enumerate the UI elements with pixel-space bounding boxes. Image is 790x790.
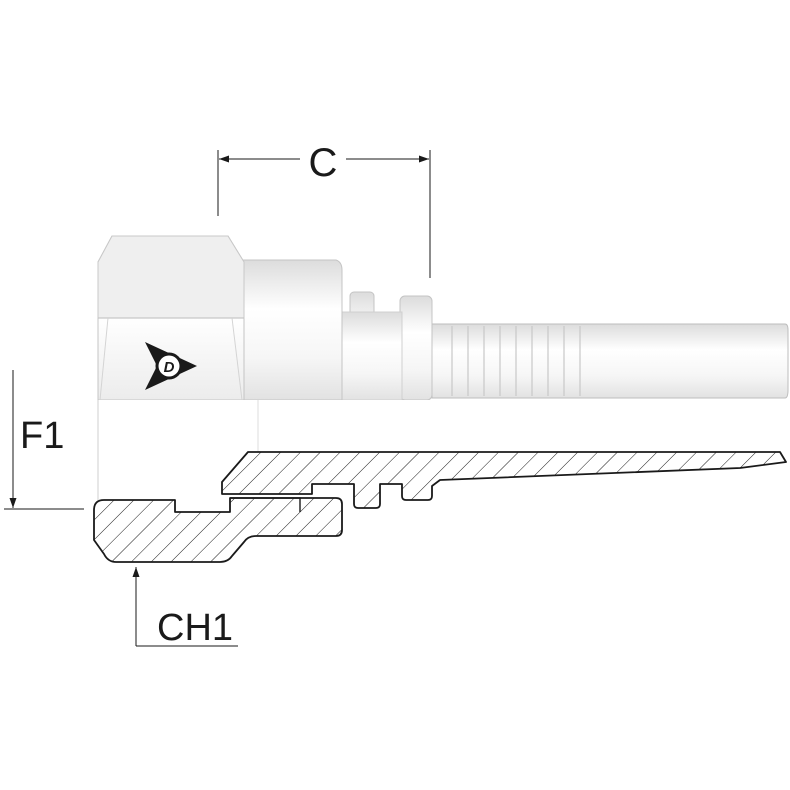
- dimension-ch1: CH1: [132, 567, 238, 649]
- stem-serrations: [451, 326, 581, 396]
- body-neck: [239, 259, 343, 401]
- collar-ring: [339, 291, 433, 401]
- stem-section: [221, 451, 787, 509]
- dimension-c-label: C: [309, 141, 338, 185]
- hose-stem: [431, 323, 789, 399]
- dimension-c: C: [217, 141, 431, 278]
- dunlop-logo-icon: D: [145, 342, 197, 390]
- nut-seat-line: [230, 497, 301, 512]
- dimension-ch1-label: CH1: [157, 607, 233, 649]
- nut-section: [93, 497, 343, 563]
- dunlop-logo-letter: D: [164, 359, 175, 376]
- dimension-f1-label: F1: [20, 415, 64, 457]
- swivel-nut: [97, 235, 245, 401]
- body-centre: [97, 400, 788, 500]
- dimension-f1: F1: [4, 370, 84, 510]
